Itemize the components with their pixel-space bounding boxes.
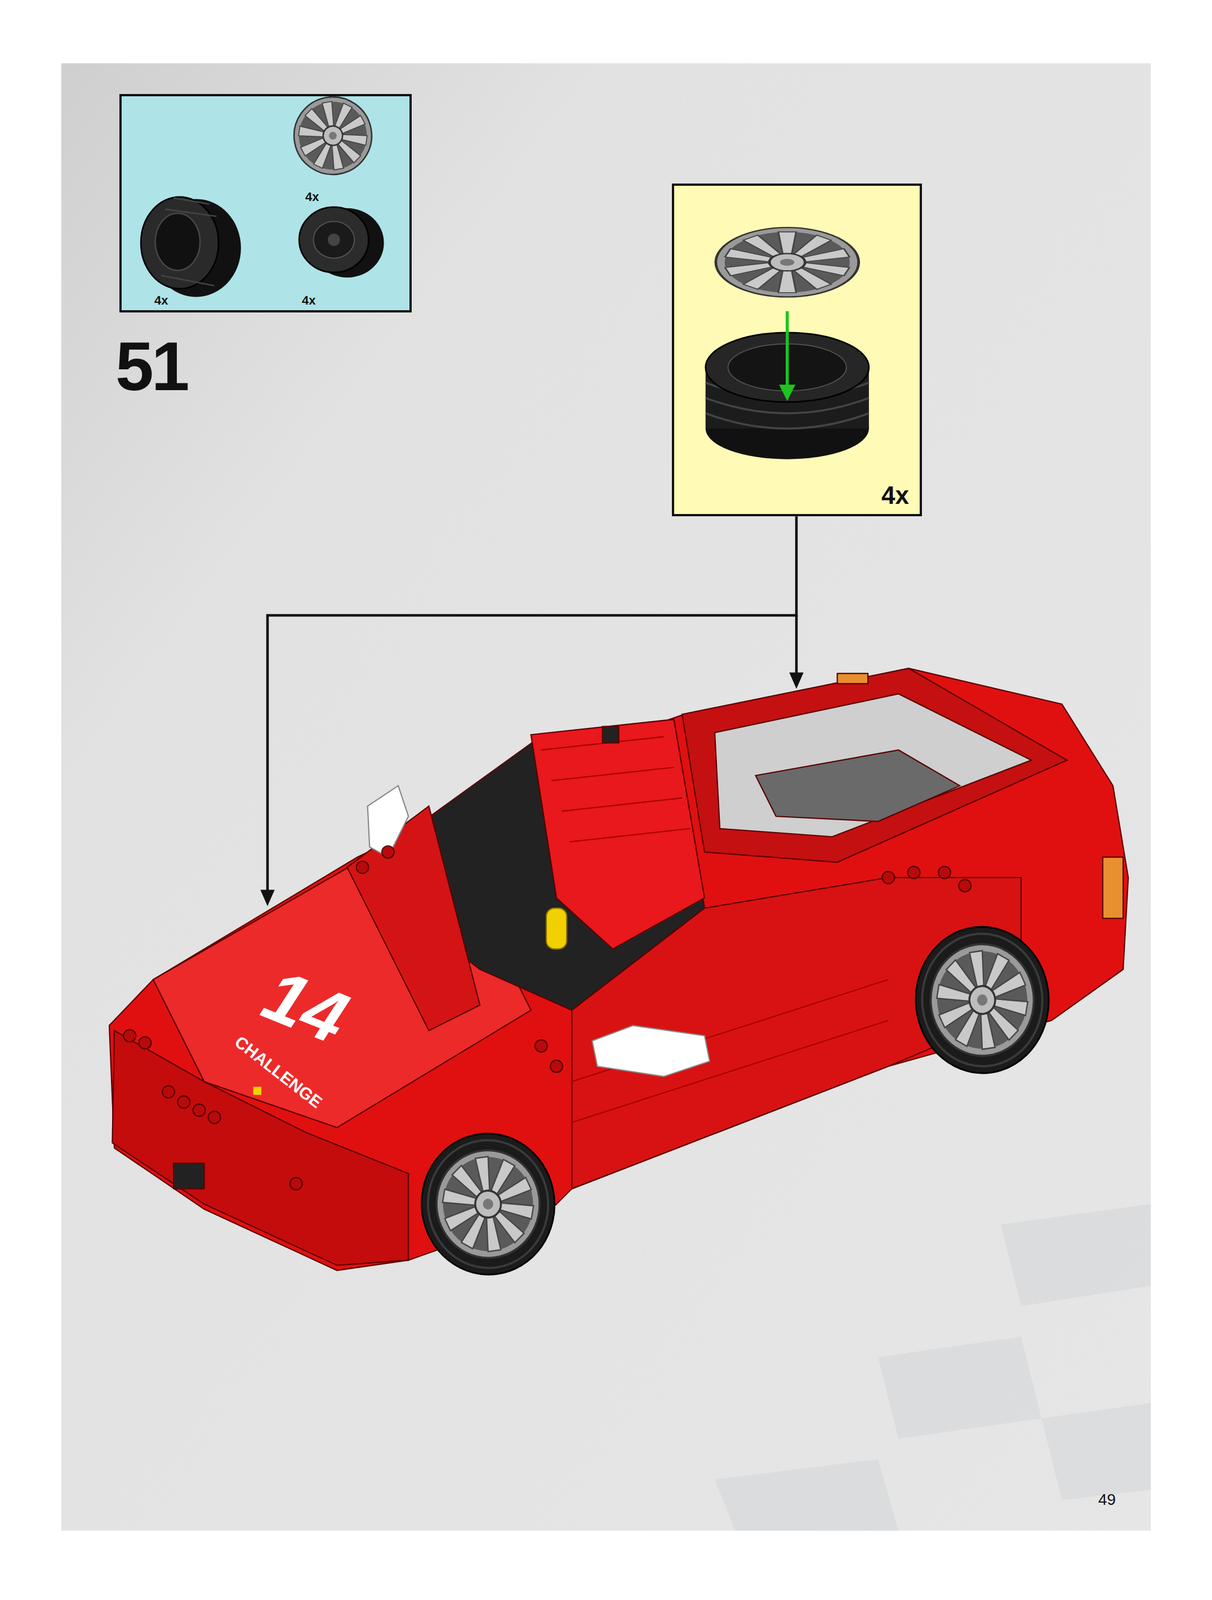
part-tire [140, 197, 242, 298]
quantity-label: 4x [154, 294, 168, 307]
part-rim [287, 90, 378, 181]
checker-pattern [714, 1204, 1151, 1532]
arrowhead [260, 890, 275, 907]
callout-box-fill [671, 183, 922, 517]
page-number: 49 [1098, 1492, 1116, 1509]
car-illustration [109, 668, 1129, 1285]
sub-assembly-callout: 4x [671, 183, 922, 517]
quantity-label: 4x [305, 190, 319, 204]
callout-wheel [705, 227, 870, 460]
step-number: 51 [115, 332, 188, 401]
page-panel [61, 63, 1151, 1531]
part-hub [299, 207, 384, 278]
quantity-label: 4x [881, 483, 909, 509]
quantity-label: 4x [301, 294, 316, 307]
parts-list-box: 4x 4x 4x [119, 94, 412, 313]
arrowhead [789, 672, 804, 689]
